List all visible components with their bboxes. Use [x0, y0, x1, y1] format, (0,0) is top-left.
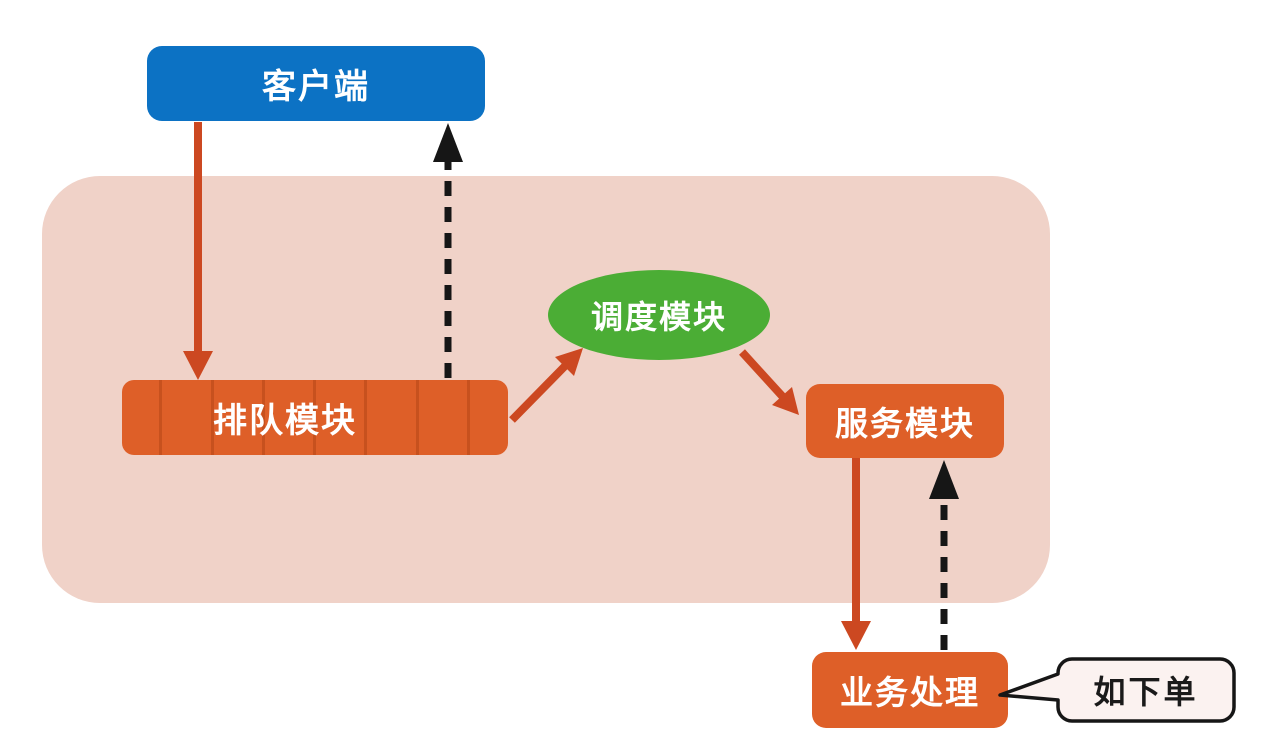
queue-cell-divider — [159, 380, 162, 455]
queue-cell-divider — [313, 380, 316, 455]
queue-cell-divider — [416, 380, 419, 455]
callout-label: 如下单 — [1093, 674, 1199, 710]
queue-cell-divider — [364, 380, 367, 455]
node-service-label: 服务模块 — [835, 405, 975, 442]
node-business-label: 业务处理 — [840, 674, 980, 711]
node-queue-label: 排队模块 — [213, 402, 357, 440]
queue-cell-divider — [467, 380, 470, 455]
queue-cell-divider — [211, 380, 214, 455]
node-scheduler-label: 调度模块 — [590, 299, 727, 335]
node-scheduler: 调度模块 — [548, 270, 770, 360]
node-business: 业务处理 — [812, 652, 1008, 728]
queue-cell-divider — [262, 380, 265, 455]
node-client: 客户端 — [147, 46, 485, 121]
node-service: 服务模块 — [806, 384, 1004, 458]
node-client-label: 客户端 — [262, 68, 370, 106]
node-queue: 排队模块 — [122, 380, 508, 455]
